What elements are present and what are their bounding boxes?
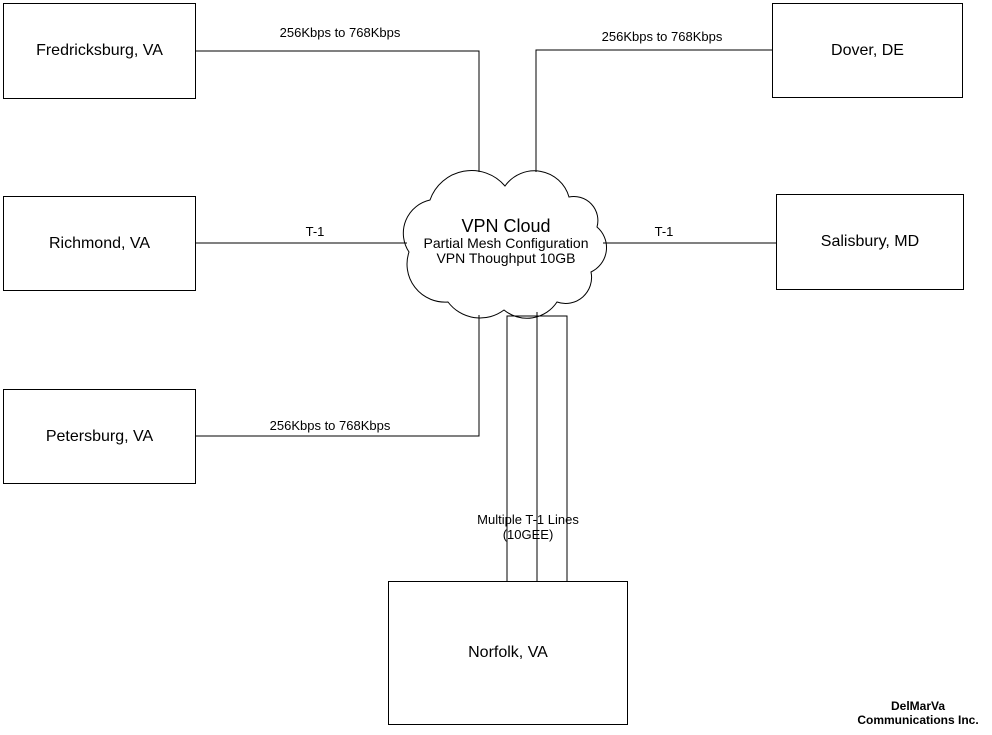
node-petersburg: Petersburg, VA [3,389,196,484]
node-label: Salisbury, MD [820,233,920,250]
node-dover: Dover, DE [772,3,963,98]
link-label-fredricksburg: 256Kbps to 768Kbps [279,25,401,40]
node-label: Richmond, VA [48,234,151,252]
node-richmond: Richmond, VA [3,196,196,291]
link-label-norfolk-line1: Multiple T-1 Lines [477,512,579,527]
link-label-norfolk-line2: (10GEE) [502,527,554,542]
node-label: Dover, DE [831,41,904,59]
company-name-line1: DelMarVa [890,699,946,713]
link-petersburg-cloud [196,315,480,437]
link-label-salisbury: T-1 [654,224,674,239]
link-label-norfolk: Multiple T-1 Lines (10GEE) [477,512,579,542]
cloud-subtitle-1: Partial Mesh Configuration [423,235,589,251]
node-salisbury: Salisbury, MD [776,194,964,290]
vpn-cloud-shape [402,170,607,319]
link-fredricksburg-cloud [196,50,480,172]
node-fredricksburg: Fredricksburg, VA [3,3,196,99]
cloud-title: VPN Cloud [461,216,551,236]
company-name-line2: Communications Inc. [857,713,979,727]
link-label-richmond: T-1 [305,224,325,239]
vpn-cloud-text: VPN Cloud Partial Mesh Configuration VPN… [424,216,589,266]
node-label: Petersburg, VA [45,427,154,445]
node-label: Fredricksburg, VA [36,42,163,59]
node-norfolk: Norfolk, VA [388,581,628,725]
link-label-dover: 256Kbps to 768Kbps [601,29,723,44]
link-dover-cloud [535,49,772,172]
cloud-subtitle-2: VPN Thoughput 10GB [436,250,576,266]
node-label: Norfolk, VA [468,644,548,661]
company-signature: DelMarVa Communications Inc. [857,699,978,727]
link-label-petersburg: 256Kbps to 768Kbps [269,418,391,433]
